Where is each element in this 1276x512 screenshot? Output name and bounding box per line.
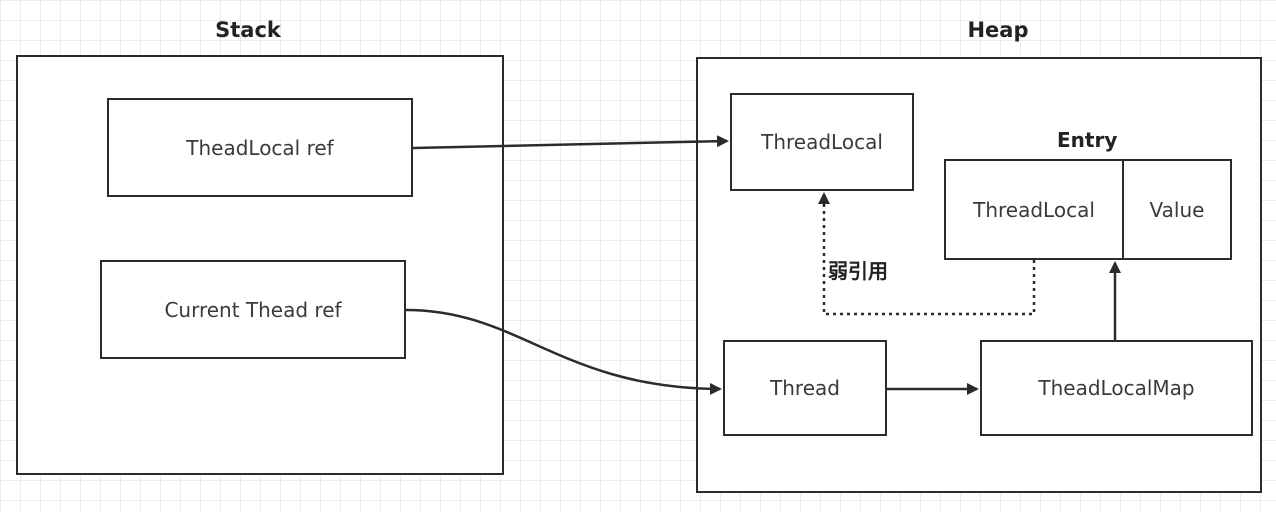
stack-title: Stack <box>215 18 281 42</box>
entry-title: Entry <box>1057 128 1118 152</box>
heap-title: Heap <box>967 18 1029 42</box>
threadlocal-box[interactable]: ThreadLocal <box>730 93 914 191</box>
thread-box[interactable]: Thread <box>723 340 887 436</box>
weak-reference-label: 弱引用 <box>828 259 888 283</box>
current-thread-ref-box[interactable]: Current Thead ref <box>100 260 406 359</box>
threadlocal-ref-box[interactable]: TheadLocal ref <box>107 98 413 197</box>
entry-value-box[interactable]: Value <box>1122 159 1232 260</box>
entry-key-box[interactable]: ThreadLocal <box>944 159 1124 260</box>
threadlocalmap-box[interactable]: TheadLocalMap <box>980 340 1253 436</box>
